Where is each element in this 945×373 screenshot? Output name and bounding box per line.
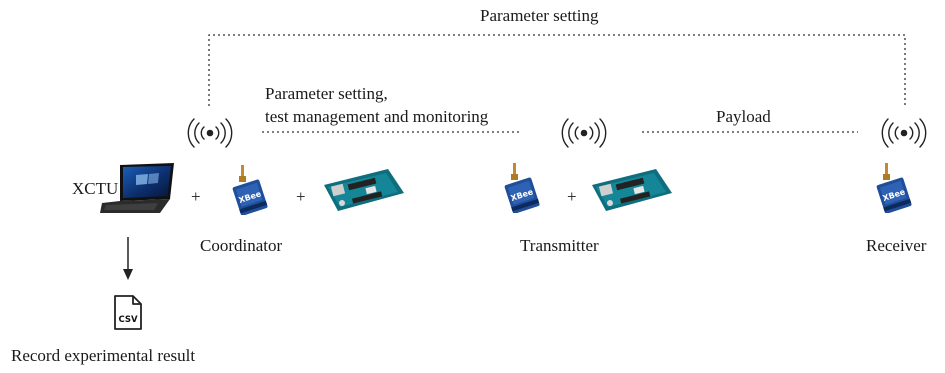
coordinator-link-label-line1: Parameter setting, bbox=[265, 84, 388, 103]
arduino-board-icon bbox=[592, 169, 672, 211]
plus-sign: + bbox=[191, 187, 201, 206]
xbee-module-icon: XBee bbox=[504, 163, 540, 213]
wireless-signal-icon bbox=[881, 118, 927, 148]
coordinator-link-label-line2: test management and monitoring bbox=[265, 107, 489, 126]
wireless-signal-icon bbox=[561, 118, 607, 148]
payload-label: Payload bbox=[716, 107, 771, 126]
svg-text:CSV: CSV bbox=[118, 315, 138, 325]
plus-sign: + bbox=[296, 187, 306, 206]
receiver-label: Receiver bbox=[866, 236, 927, 255]
xbee-module-icon: XBee bbox=[232, 165, 268, 215]
xbee-module-icon: XBee bbox=[876, 163, 912, 213]
laptop-icon bbox=[100, 163, 174, 213]
record-result-label: Record experimental result bbox=[11, 346, 196, 365]
top-dotted-link bbox=[208, 34, 906, 106]
wireless-signal-icon bbox=[187, 118, 233, 148]
transmitter-label: Transmitter bbox=[520, 236, 599, 255]
csv-file-icon: CSV bbox=[114, 295, 142, 330]
coordinator-label: Coordinator bbox=[200, 236, 283, 255]
xctu-label: XCTU bbox=[72, 179, 119, 198]
arduino-board-icon bbox=[324, 169, 404, 211]
arrow-down-icon bbox=[123, 237, 133, 280]
plus-sign: + bbox=[567, 187, 577, 206]
top-link-label: Parameter setting bbox=[480, 6, 599, 25]
